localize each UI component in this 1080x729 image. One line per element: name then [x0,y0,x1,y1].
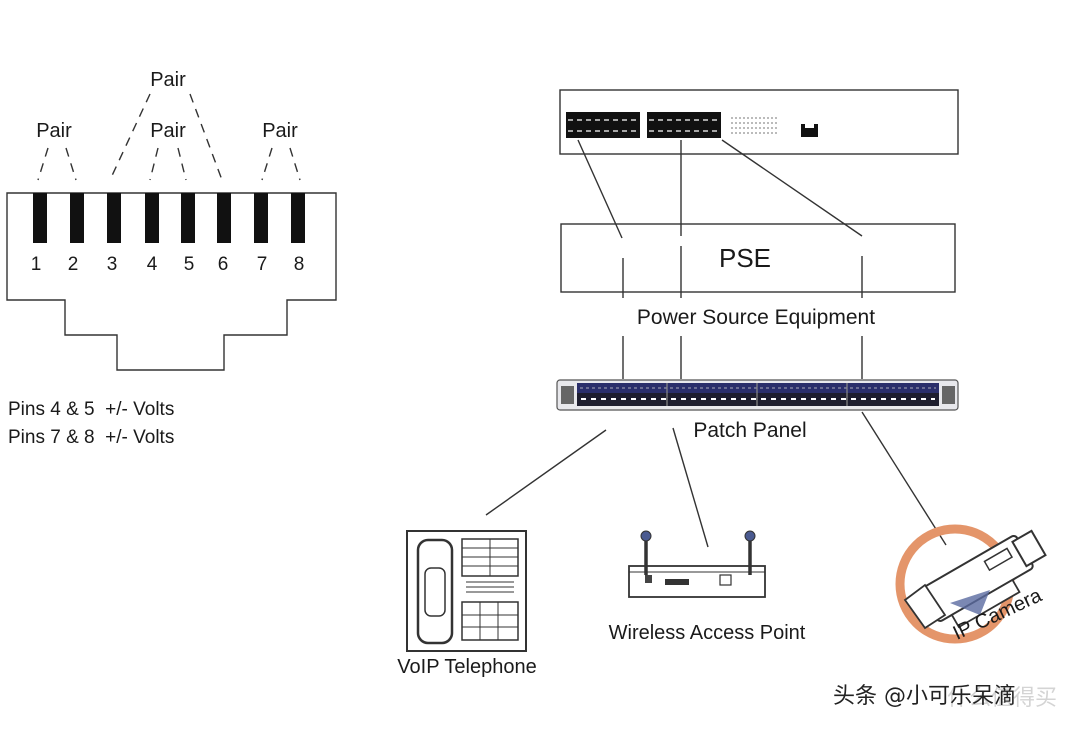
patch-panel-label: Patch Panel [693,419,806,442]
pin-number-6: 6 [218,254,229,275]
pin-note-4-5: Pins 4 & 5 +/- Volts [8,399,174,420]
switch-port-block-1 [566,112,640,138]
pair-label-outer: Pair [150,69,186,91]
switch-port-block-2 [647,112,721,138]
pse-label: PSE [719,243,771,273]
connector-pins [33,193,305,243]
pair-label-2: Pair [150,120,186,142]
pin-number-2: 2 [68,254,79,275]
switch-to-pse-cables [577,139,863,239]
network-switch [559,89,959,155]
voip-telephone-icon [406,530,527,652]
pair-indicator-lines [37,93,301,181]
pse-caption: Power Source Equipment [637,306,875,329]
pin-number-1: 1 [31,254,42,275]
pair-label-4: Pair [262,120,298,142]
pin-number-3: 3 [107,254,118,275]
voip-telephone-label: VoIP Telephone [397,656,536,678]
pin-number-4: 4 [147,254,158,275]
wireless-access-point-icon [628,530,766,598]
pin-number-8: 8 [294,254,305,275]
watermark-text: 头条 @小可乐呆滴 [833,684,1016,709]
rj45-connector: Pair Pair Pair Pair 1 [6,69,337,448]
watermark-faded: 什么值得买 [947,686,1057,711]
pse-through-lines [622,246,863,379]
pse-box: PSE [560,223,956,293]
patch-panel [556,379,959,411]
pin-number-5: 5 [184,254,195,275]
pair-label-1: Pair [36,120,72,142]
panel-to-device-cables [485,411,947,548]
connector-outline [6,192,337,371]
pin-note-7-8: Pins 7 & 8 +/- Volts [8,427,174,448]
pin-number-7: 7 [257,254,268,275]
wireless-access-point-label: Wireless Access Point [609,622,806,644]
ip-camera-icon [895,524,1047,644]
